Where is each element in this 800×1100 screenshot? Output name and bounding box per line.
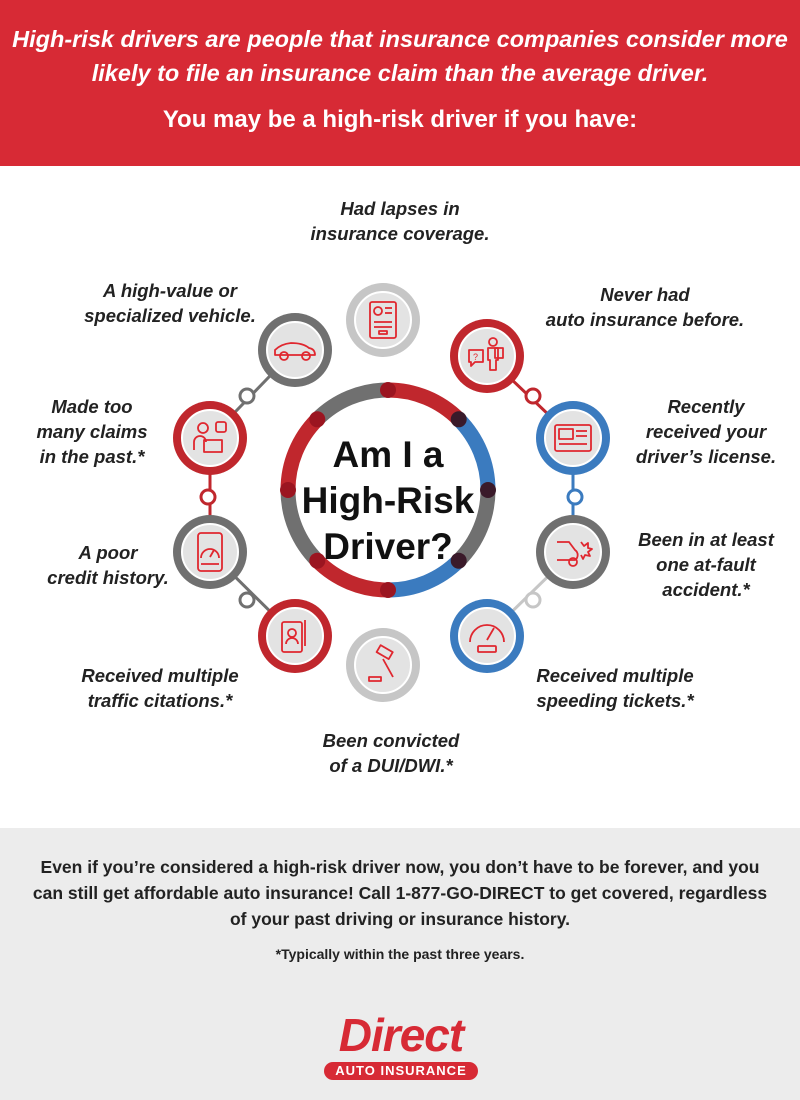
label-citations: Received multiple traffic citations.*	[81, 663, 238, 713]
node-lapses	[346, 283, 420, 357]
car-crash-icon	[557, 541, 593, 567]
node-disc	[266, 321, 324, 379]
direct-auto-insurance-logo: Direct AUTO INSURANCE	[322, 1010, 480, 1080]
node-speeding	[450, 599, 524, 673]
label-line: A high-value or	[103, 280, 237, 301]
node-disc	[458, 607, 516, 665]
ring-dot	[309, 552, 326, 569]
label-line: driver’s license.	[635, 446, 777, 467]
node-disc	[354, 291, 412, 349]
node-citations	[258, 599, 332, 673]
ring-dot	[380, 582, 396, 598]
label-line: A poor	[78, 542, 138, 563]
label-claims: Made too many claims in the past.*	[36, 394, 147, 469]
label-line: Made too	[51, 396, 133, 417]
footnote: *Typically within the past three years.	[275, 946, 525, 962]
label-line: of a DUI/DWI.*	[329, 755, 453, 776]
label-line: Never had	[600, 284, 690, 305]
svg-text:?: ?	[473, 352, 478, 362]
credit-score-icon	[197, 532, 223, 572]
label-accident: Been in at least one at-fault accident.*	[638, 527, 774, 602]
label-line: many claims	[36, 421, 148, 442]
drivers-license-icon	[554, 424, 592, 452]
gavel-icon	[368, 644, 394, 682]
node-disc	[544, 523, 602, 581]
node-never-insured: ?	[450, 319, 524, 393]
person-question-icon: ?	[468, 337, 504, 371]
logo-wordmark: Direct	[338, 1009, 464, 1061]
footer: Even if you’re considered a high-risk dr…	[0, 828, 800, 1100]
diagram-graphics: ?	[173, 283, 610, 702]
logo-tagline: AUTO INSURANCE	[324, 1062, 478, 1080]
label-dui: Been convicted of a DUI/DWI.*	[323, 728, 460, 778]
label-line: Had lapses in	[340, 198, 460, 219]
label-line: accident.*	[662, 579, 750, 600]
label-credit: A poor credit history.	[47, 540, 169, 590]
ring-dot	[450, 411, 467, 428]
label-speeding: Received multiple speeding tickets.*	[536, 663, 693, 713]
ring-dot	[280, 482, 296, 498]
label-line: Recently	[667, 396, 745, 417]
node-accident	[536, 515, 610, 589]
node-claims	[173, 401, 247, 475]
label-line: Received multiple	[81, 665, 239, 686]
node-disc	[458, 327, 516, 385]
label-line: auto insurance before.	[545, 309, 745, 330]
center-title: Am I a High-Risk Driver?	[302, 432, 475, 570]
label-line: one at-fault	[656, 554, 756, 575]
ring-dot	[309, 411, 326, 428]
title-line: Driver?	[323, 526, 453, 567]
connector-node	[199, 488, 217, 506]
node-disc	[181, 409, 239, 467]
node-credit	[173, 515, 247, 589]
connector-node	[524, 387, 542, 405]
node-disc	[354, 636, 412, 694]
footer-text: Even if you’re considered a high-risk dr…	[32, 857, 768, 929]
label-line: credit history.	[47, 567, 169, 588]
intro-text: High-risk drivers are people that insura…	[12, 26, 788, 86]
node-new-license	[536, 401, 610, 475]
header-banner: High-risk drivers are people that insura…	[0, 0, 800, 166]
label-line: specialized vehicle.	[84, 305, 256, 326]
node-vehicle	[258, 313, 332, 387]
ring-segment	[387, 382, 465, 425]
speedometer-icon	[469, 624, 505, 653]
label-line: traffic citations.*	[87, 690, 233, 711]
person-laptop-icon	[193, 421, 227, 453]
label-line: Been in at least	[638, 529, 774, 550]
node-disc	[181, 523, 239, 581]
label-vehicle: A high-value or specialized vehicle.	[84, 278, 256, 328]
sports-car-icon	[274, 342, 316, 361]
label-never-insured: Never had auto insurance before.	[546, 282, 744, 332]
connector-node	[524, 591, 542, 609]
ring-dot	[450, 552, 467, 569]
document-gauge-icon	[369, 301, 397, 339]
label-line: insurance coverage.	[310, 223, 490, 244]
label-line: speeding tickets.*	[536, 690, 694, 711]
title-line: High-Risk	[301, 480, 475, 521]
label-line: Been convicted	[322, 730, 460, 751]
ring-dot	[480, 482, 496, 498]
label-line: Received multiple	[536, 665, 694, 686]
citation-document-icon	[281, 620, 306, 653]
node-dui	[346, 628, 420, 702]
label-new-license: Recently received your driver’s license.	[636, 394, 776, 469]
ring-segment	[311, 382, 389, 425]
risk-factor-diagram: ? Am I a High-Risk Driver? Had lapses in…	[0, 166, 800, 828]
connector-node	[238, 591, 256, 609]
label-line: received your	[645, 421, 767, 442]
connector-node	[566, 488, 584, 506]
subheading: You may be a high-risk driver if you hav…	[162, 106, 638, 133]
ring-dot	[380, 382, 396, 398]
connector-node	[238, 387, 256, 405]
title-line: Am I a	[332, 434, 444, 475]
label-lapses: Had lapses in insurance coverage.	[311, 196, 490, 246]
label-line: in the past.*	[39, 446, 145, 467]
